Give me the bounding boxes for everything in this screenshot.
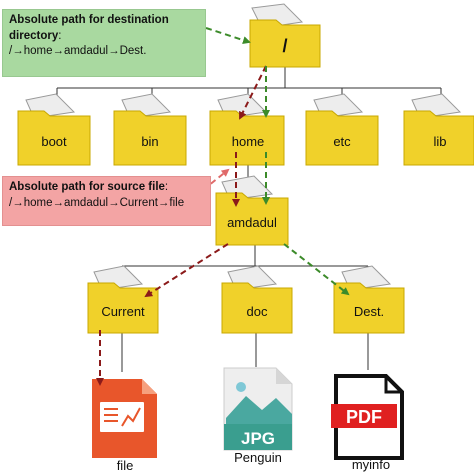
folder-label-lib: lib [433, 134, 446, 149]
folder-label-boot: boot [41, 134, 67, 149]
folder-label-etc: etc [333, 134, 351, 149]
source-callout-colon: : [164, 181, 169, 193]
jpg-image-icon[interactable]: JPG [223, 367, 293, 451]
source-callout-title: Absolute path for source file [9, 181, 165, 193]
pdf-badge-text: PDF [346, 407, 382, 427]
source-path-arrows [96, 65, 267, 386]
jpg-badge-text: JPG [241, 429, 275, 448]
folder-label-current: Current [101, 304, 145, 319]
destination-callout-path: /→home→amdadul→Dest. [9, 45, 147, 58]
destination-callout-title: Absolute path for destination directory [9, 14, 169, 42]
document-file-icon[interactable] [92, 379, 157, 458]
folder-label-dest: Dest. [354, 304, 384, 319]
folder-label-root: / [282, 36, 287, 56]
folder-boot[interactable]: boot [17, 93, 91, 166]
source-callout-path: /→home→amdadul→Current→file [9, 196, 185, 209]
folder-amdadul[interactable]: amdadul [215, 175, 289, 246]
destination-callout-colon: : [58, 29, 62, 42]
folder-lib[interactable]: lib [403, 93, 474, 166]
pdf-document-icon[interactable]: PDF [331, 374, 404, 460]
destination-arrow-box-root [205, 27, 251, 44]
file-label-penguin: Penguin [234, 450, 282, 465]
folder-doc[interactable]: doc [221, 265, 293, 334]
source-path-callout: Absolute path for source file: /→home→am… [2, 176, 211, 226]
file-label-myinfo: myinfo [352, 457, 390, 472]
destination-path-arrows [205, 27, 350, 296]
folder-root[interactable]: / [249, 3, 321, 68]
folder-label-doc: doc [247, 304, 268, 319]
destination-path-callout: Absolute path for destination directory:… [2, 9, 206, 77]
folder-etc[interactable]: etc [305, 93, 379, 166]
destination-arrow-amdadul-dest [283, 243, 350, 296]
source-arrow-amdadul-current [144, 243, 229, 298]
folder-current[interactable]: Current [87, 265, 159, 334]
file-label-file: file [117, 458, 134, 473]
folder-label-home: home [232, 134, 265, 149]
folder-bin[interactable]: bin [113, 93, 187, 166]
folder-label-bin: bin [141, 134, 158, 149]
folder-dest[interactable]: Dest. [333, 265, 405, 334]
folder-label-amdadul: amdadul [227, 215, 277, 230]
